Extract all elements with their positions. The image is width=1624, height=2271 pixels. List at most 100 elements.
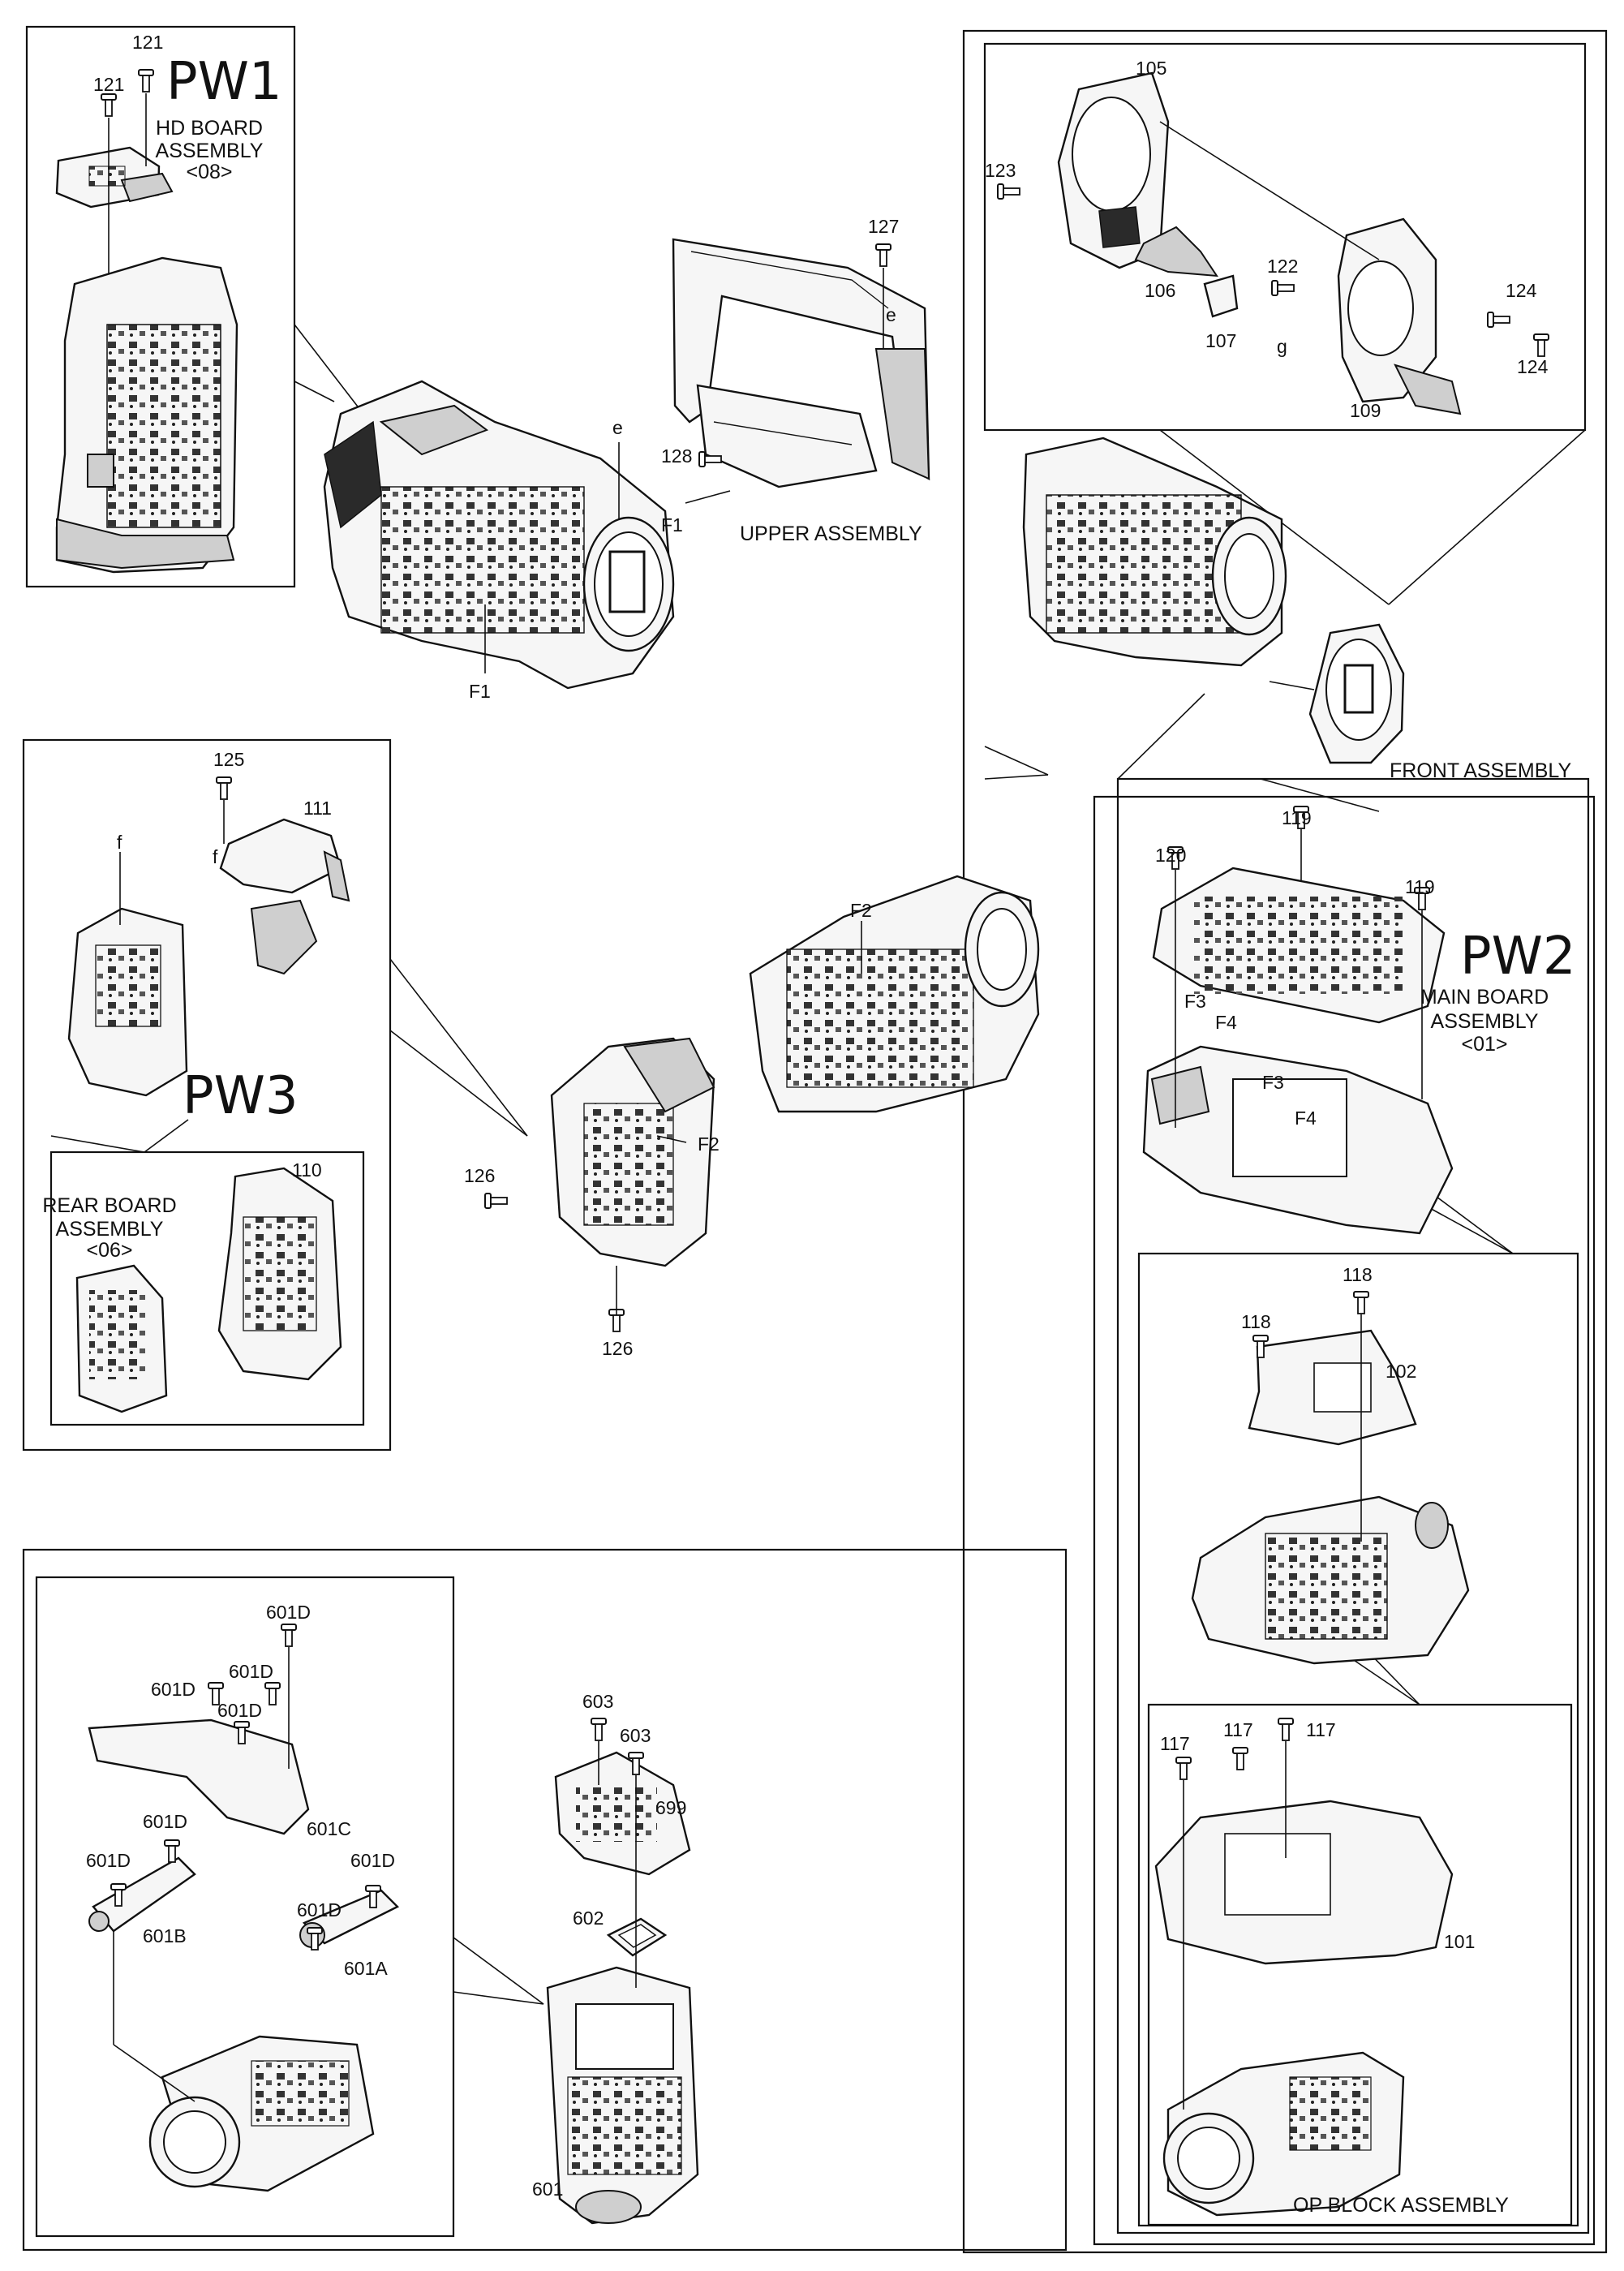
- hd-board-title-3: <08>: [186, 161, 232, 183]
- callout-102: 102: [1386, 1361, 1416, 1382]
- callout-f2-chassis: F2: [850, 900, 872, 921]
- callout-e-upper: e: [886, 304, 896, 325]
- frame-lens-inner: [35, 1576, 455, 2238]
- rear-board-title-1: REAR BOARD: [42, 1194, 176, 1217]
- bracket-part-107: [1203, 274, 1239, 318]
- callout-601b: 601B: [143, 1925, 187, 1946]
- frame-lens-unit: [22, 1548, 1068, 2252]
- callout-601d-2: 601D: [229, 1661, 273, 1682]
- flex-cable-601c: [88, 1718, 310, 1835]
- upper-assembly-frame: [672, 238, 930, 481]
- frame-rear: [22, 738, 392, 1452]
- callout-f1-upper: F1: [661, 514, 683, 535]
- frame-main-board: [1116, 777, 1590, 2234]
- callout-118-a: 118: [1241, 1311, 1271, 1332]
- hd-board-title-2: ASSEMBLY: [156, 140, 264, 162]
- pw3-handwritten-label: PW3: [183, 1066, 299, 1126]
- main-board-title-3: <01>: [1461, 1033, 1507, 1056]
- upper-assembly-flex: [696, 384, 878, 488]
- hd-board-title-1: HD BOARD: [156, 117, 263, 140]
- callout-126-a: 126: [464, 1165, 495, 1186]
- callout-601: 601: [532, 2179, 563, 2200]
- upper-assembly: 127 e 128 F1 UPPER ASSEMBLY: [661, 216, 930, 545]
- callout-117-c: 117: [1306, 1719, 1336, 1740]
- callout-f2-side: F2: [698, 1133, 720, 1155]
- callout-601c: 601C: [307, 1818, 351, 1839]
- callout-601a: 601A: [344, 1958, 388, 1979]
- frame-main-outer-2: [1093, 795, 1596, 2246]
- rear-board-panel: REAR BOARD ASSEMBLY <06> 110: [42, 1159, 342, 1413]
- op-block-assembly: 117 117 117 101 OP BLOCK ASSEMBLY: [1154, 1718, 1509, 2217]
- flex-part-106: [1134, 226, 1218, 277]
- front-assembly: FRONT ASSEMBLY: [1022, 437, 1571, 782]
- front-assembly-title: FRONT ASSEMBLY: [1390, 759, 1571, 782]
- frame-op-block: [1147, 1703, 1573, 2226]
- callout-122: 122: [1267, 256, 1298, 277]
- camera-body-top: e F1: [323, 380, 675, 702]
- lens-subparts: 603 603 699 602 601: [532, 1691, 699, 2225]
- callout-g: g: [1277, 336, 1287, 357]
- callout-601d-1: 601D: [266, 1602, 311, 1623]
- op-block-title: OP BLOCK ASSEMBLY: [1293, 2194, 1509, 2217]
- rear-board-title-2: ASSEMBLY: [56, 1218, 164, 1241]
- callout-124-b: 124: [1517, 356, 1549, 377]
- main-board-title-2: ASSEMBLY: [1431, 1010, 1539, 1033]
- callout-601d-7: 601D: [350, 1850, 395, 1871]
- callout-107: 107: [1205, 330, 1236, 351]
- callout-117-a: 117: [1160, 1733, 1190, 1754]
- callout-123: 123: [985, 160, 1016, 181]
- main-board-title-1: MAIN BOARD: [1420, 986, 1549, 1009]
- callout-601d-5: 601D: [143, 1811, 187, 1832]
- callout-f4-b: F4: [1295, 1108, 1317, 1129]
- callout-f3-b: F3: [1262, 1072, 1284, 1093]
- callout-f1-body: F1: [469, 681, 491, 702]
- front-detail-panel: 105 123 122 106 107 124 124 g 109: [985, 58, 1549, 421]
- callout-124-a: 124: [1506, 280, 1537, 301]
- callout-101: 101: [1444, 1931, 1475, 1952]
- callout-601d-8: 601D: [297, 1899, 342, 1920]
- callout-601d-6: 601D: [86, 1850, 131, 1871]
- frame-hd-board: [25, 25, 296, 588]
- callout-601d-4: 601D: [217, 1700, 262, 1721]
- callout-119-b: 119: [1405, 876, 1435, 897]
- frames: [22, 25, 1608, 2254]
- callout-120: 120: [1155, 845, 1186, 866]
- callout-125: 125: [213, 749, 244, 770]
- callout-106: 106: [1145, 280, 1175, 301]
- callout-601d-3: 601D: [151, 1679, 195, 1700]
- callout-119-a: 119: [1282, 807, 1312, 828]
- pw2-handwritten-label: PW2: [1460, 927, 1576, 987]
- frame-main-outer-1: [962, 29, 1608, 2254]
- callout-e-body: e: [612, 417, 623, 438]
- callout-127: 127: [868, 216, 899, 237]
- callout-105: 105: [1136, 58, 1166, 79]
- callout-117-b: 117: [1223, 1719, 1253, 1740]
- center-assemblies: F2 F2 126 126: [464, 875, 1040, 1359]
- callout-603-b: 603: [620, 1725, 651, 1746]
- callout-111: 111: [303, 798, 332, 819]
- lens-unit-panel: 601D 601D 601D 601D 601D 601D 601D 601D …: [86, 1602, 400, 2192]
- callout-121-b: 121: [132, 32, 163, 53]
- callout-110: 110: [292, 1159, 322, 1181]
- callout-128: 128: [661, 445, 692, 467]
- callout-603-a: 603: [582, 1691, 613, 1712]
- callout-f-rear: f: [117, 832, 122, 853]
- rear-panel: PW3 125 111 f f: [67, 749, 350, 1126]
- frame-front-detail: [983, 42, 1587, 432]
- top-cover-part-111: [219, 818, 342, 894]
- callout-118-b: 118: [1343, 1264, 1373, 1285]
- callout-699: 699: [655, 1797, 686, 1818]
- callout-121-a: 121: [93, 74, 124, 95]
- callout-109: 109: [1350, 400, 1381, 421]
- op-mount: 118 118 102: [1191, 1264, 1470, 1665]
- callout-f-cover: f: [213, 846, 218, 867]
- hd-board-panel: PW1 HD BOARD ASSEMBLY <08> 121 121: [55, 32, 282, 574]
- upper-assembly-title: UPPER ASSEMBLY: [740, 523, 922, 545]
- callout-126-b: 126: [602, 1338, 633, 1359]
- rear-board-title-3: <06>: [86, 1239, 132, 1262]
- frame-rear-board: [49, 1151, 365, 1426]
- callout-f3-a: F3: [1184, 991, 1206, 1012]
- main-board-assembly: PW2 MAIN BOARD ASSEMBLY <01> 119 119 120…: [1142, 806, 1576, 1235]
- callout-602: 602: [573, 1908, 604, 1929]
